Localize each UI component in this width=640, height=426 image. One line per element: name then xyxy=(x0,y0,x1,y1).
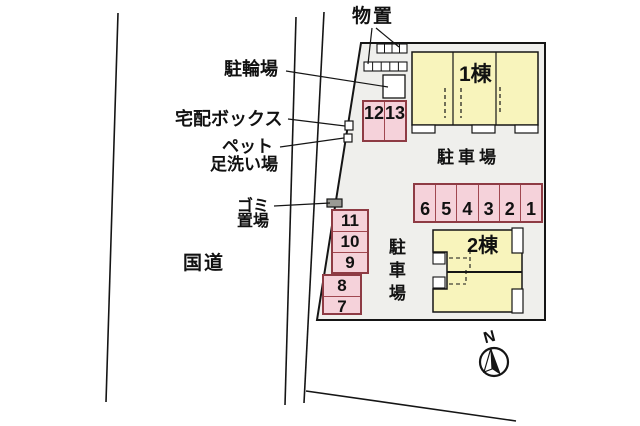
compass-needle-light xyxy=(483,347,493,373)
building1-outline xyxy=(411,51,539,126)
parking-block-12-13: 12 13 xyxy=(362,100,407,142)
parking-stall-number: 13 xyxy=(385,103,406,123)
parking-stall-number: 9 xyxy=(345,253,355,272)
parking-stall-number: 3 xyxy=(483,199,494,219)
building2-entry-porch xyxy=(432,252,446,265)
pet-wash-station xyxy=(343,133,353,143)
parking-stall-number: 8 xyxy=(337,276,347,295)
parking-stall-number: 5 xyxy=(441,199,452,219)
garbage-leader-line xyxy=(273,202,331,207)
parking-stall: 1 xyxy=(519,185,541,221)
parking-stall: 6 xyxy=(415,185,435,221)
building1-entry-step xyxy=(514,124,539,134)
diagonal-road-line xyxy=(305,390,517,422)
building1-label: 1棟 xyxy=(459,63,492,86)
parking-stall: 8 xyxy=(324,276,360,296)
parking-stall: 12 xyxy=(364,102,384,140)
parking-stall-number: 10 xyxy=(340,232,360,251)
road-right-edge-line xyxy=(284,16,297,406)
parking-stall-number: 1 xyxy=(525,199,536,219)
national-road-label: 国道 xyxy=(183,253,226,274)
parking-stall: 9 xyxy=(333,252,367,273)
delivery-box xyxy=(344,120,354,131)
delivery-box-label: 宅配ボックス xyxy=(175,109,283,129)
storage-leader-line xyxy=(367,27,373,65)
parking-stall: 7 xyxy=(324,296,360,317)
garbage-label-line2: 置場 xyxy=(237,213,270,230)
pet-wash-label-line2: 足洗い場 xyxy=(210,155,278,174)
bicycle-parking-label: 駐輪場 xyxy=(224,59,278,79)
bicycle-leader-line xyxy=(285,70,389,88)
parking-stall: 10 xyxy=(333,231,367,252)
parking-block-7-8: 8 7 xyxy=(322,274,362,317)
building1-entry-step xyxy=(411,124,436,134)
garbage-label-line1: ゴミ xyxy=(237,198,270,215)
parking-stall: 4 xyxy=(456,185,477,221)
storage-leader-line xyxy=(375,27,400,48)
parking-stall: 11 xyxy=(333,211,367,231)
storage-label: 物置 xyxy=(352,6,395,27)
parking-lot-label-upper: 駐車場 xyxy=(437,148,500,167)
compass-needle-dark xyxy=(491,348,501,375)
parking-stall-number: 6 xyxy=(420,199,431,219)
parking-stall: 13 xyxy=(384,102,405,140)
sidewalk-boundary-line xyxy=(303,11,325,404)
parking-block-1-6: 6 5 4 3 2 1 xyxy=(413,183,543,223)
parking-block-9-11: 11 10 9 xyxy=(331,209,369,274)
parking-stall-number: 11 xyxy=(341,211,359,230)
parking-stall-number: 12 xyxy=(364,103,385,123)
building2-label: 2棟 xyxy=(467,235,499,257)
road-left-edge-line xyxy=(105,12,119,403)
building2-balcony xyxy=(511,288,524,314)
pet-wash-label-line1: ペット xyxy=(222,137,273,156)
building2-entry-porch xyxy=(432,276,446,289)
parking-stall: 2 xyxy=(498,185,520,221)
building2-balcony xyxy=(511,227,524,254)
parking-stall: 5 xyxy=(435,185,456,221)
parking-stall-number: 4 xyxy=(462,199,473,219)
pet-wash-leader-line xyxy=(279,137,345,148)
parking-lot-label-lower: 駐車場 xyxy=(385,238,405,307)
delivery-leader-line xyxy=(287,118,346,127)
storage-shed-b xyxy=(363,61,408,72)
parking-stall: 3 xyxy=(477,185,499,221)
parking-stall-number: 7 xyxy=(337,297,347,316)
building1-entry-step xyxy=(471,124,496,134)
parking-stall-number: 2 xyxy=(504,199,515,219)
